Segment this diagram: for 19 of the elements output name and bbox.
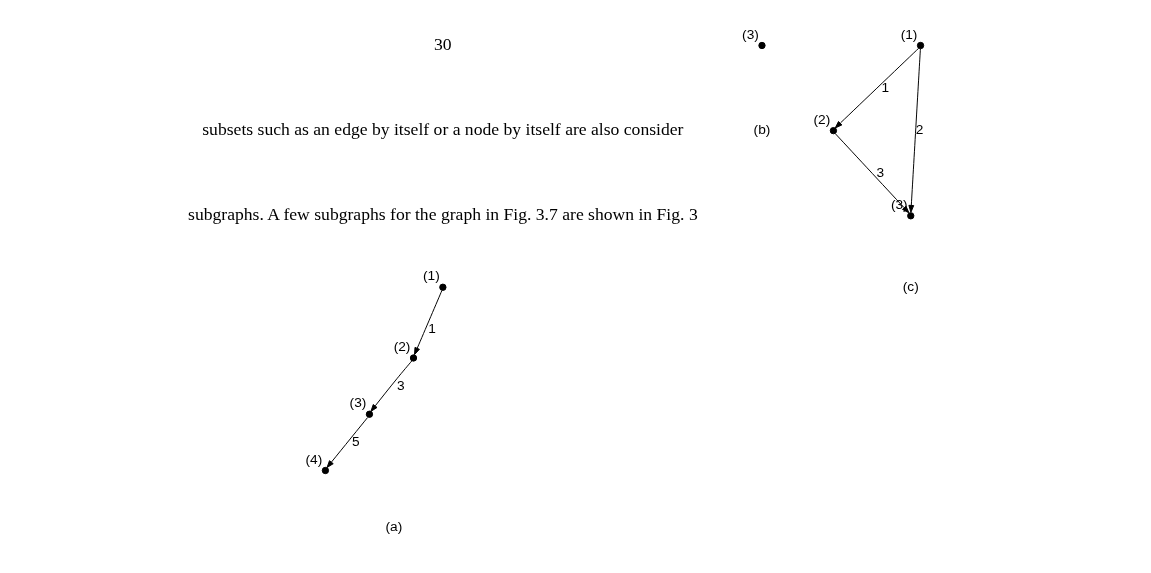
edge-label: 2: [915, 122, 924, 138]
label: 30: [434, 33, 452, 54]
node-label: (2): [813, 111, 831, 127]
node-label: (1): [900, 26, 918, 42]
label: (b): [753, 122, 771, 138]
edge-label: 1: [428, 321, 436, 337]
node-label: (1): [423, 268, 440, 284]
label: subsets such as an edge by itself or a node by itself are also consider: [202, 118, 684, 139]
label: subgraphs. A few subgraphs for the graph in Fig. 3.7 are shown in Fig. 3: [188, 204, 698, 225]
node-label: (4): [305, 451, 323, 467]
edge-label: 1: [881, 79, 890, 95]
label: (a): [385, 519, 403, 535]
node-label: (3): [742, 26, 759, 42]
edge-label: 3: [396, 377, 405, 393]
edge-label: 3: [876, 164, 885, 180]
node-label: (3): [349, 395, 367, 411]
node-label: (2): [393, 339, 411, 355]
label: (c): [902, 278, 919, 294]
edge-label: 5: [351, 433, 360, 449]
